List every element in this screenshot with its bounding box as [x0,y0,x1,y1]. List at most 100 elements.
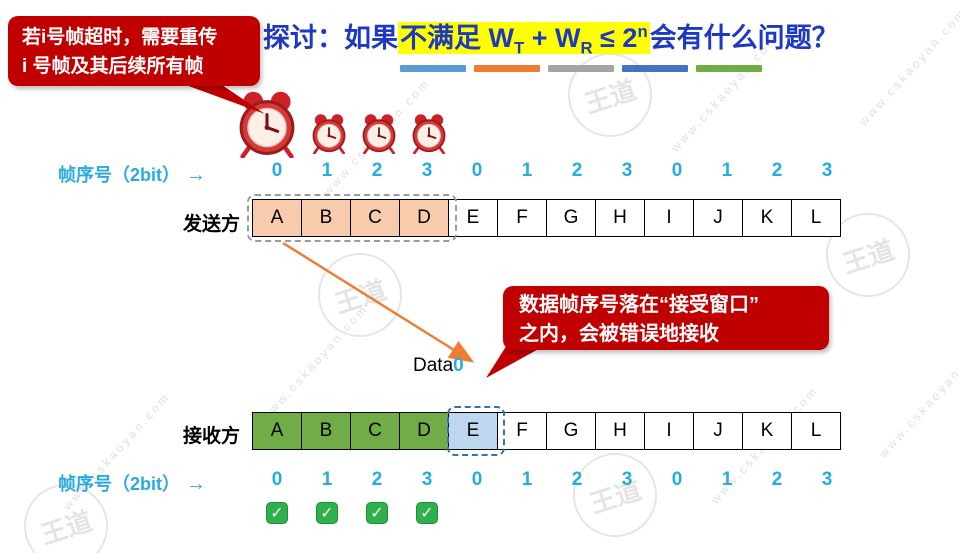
watermark-brand: 王道 [839,235,898,279]
seq-number: 1 [321,469,333,490]
watermark-text: www.cskaoyan.com [876,337,960,461]
alarm-clock-icon [362,114,396,154]
seq-number: 1 [521,160,533,181]
receive-callout-line2: 之内，会被错误地接收 [519,323,719,345]
sender-cell: A [252,199,302,237]
seq-label-top: 帧序号（2bit）→ [58,161,206,187]
decor-bar [696,65,762,72]
receiver-cell: B [301,412,351,450]
checkmark-icon: ✓ [316,502,338,524]
seq-number: 2 [371,160,383,181]
data-frame-seq: 0 [453,355,464,376]
checkmark-icon: ✓ [266,502,288,524]
seq-row-bottom: 0 1 2 3 0 1 2 3 0 1 2 3 [252,469,852,491]
alarm-clock-icon [239,91,295,158]
seq-number: 3 [421,160,433,181]
alarm-clock-icon [412,114,446,154]
data-frame-prefix: Data [413,355,454,376]
seq-number: 3 [421,469,433,490]
title-suffix: 会有什么问题？ [649,23,839,53]
title-prefix: 探讨：如果 [263,23,398,53]
timeout-callout: 若i号帧超时，需要重传 i 号帧及其后续所有帧 [8,16,260,86]
receiver-cell: C [350,412,400,450]
sender-cell: I [644,199,694,237]
seq-number: 3 [821,469,833,490]
watermark-text: www.cskaoyan.com [856,5,960,129]
receiver-cell: J [693,412,743,450]
right-arrow-icon: → [186,164,207,186]
timeout-callout-line2: i 号帧及其后续所有帧 [22,56,204,78]
sender-cell: J [693,199,743,237]
receiver-cell: G [546,412,596,450]
receive-callout-line1: 数据帧序号落在“接受窗口” [519,294,759,316]
sender-cell: K [742,199,792,237]
seq-number: 1 [721,160,733,181]
title-hl-text: ≤ 2 [592,23,638,53]
right-arrow-icon: → [186,473,207,495]
decor-bar [400,65,466,72]
seq-number: 2 [371,469,383,490]
sender-label: 发送方 [183,214,241,235]
callout-tail [486,346,544,378]
sender-cell: H [595,199,645,237]
title-sub-t: T [514,38,525,58]
watermark-text: www.cskaoyan.com [258,301,372,425]
sender-cell: C [350,199,400,237]
seq-label-top-text: 帧序号（2bit） [58,165,181,185]
seq-number: 3 [621,469,633,490]
title-hl-text: 不满足 W [400,23,514,53]
seq-number: 2 [571,160,583,181]
timeout-callout-line1: 若i号帧超时，需要重传 [22,27,218,48]
seq-number: 1 [521,469,533,490]
seq-number: 2 [771,469,783,490]
watermark-brand: 王道 [37,506,96,550]
seq-number: 0 [271,160,283,181]
seq-label-bottom: 帧序号（2bit）→ [58,470,206,496]
watermark-stamp: 王道 [573,453,657,537]
alarm-clock-icon [312,114,346,154]
receiver-cell: D [399,412,449,450]
receive-callout: 数据帧序号落在“接受窗口” 之内，会被错误地接收 [503,286,829,350]
seq-number: 3 [821,160,833,181]
title-highlight: 不满足 WT + WR ≤ 2n [398,22,650,58]
checkmark-icon: ✓ [416,502,438,524]
decor-bars [400,65,770,72]
seq-number: 1 [321,160,333,181]
receiver-label: 接收方 [183,426,241,447]
seq-number: 3 [621,160,633,181]
decor-bar [474,65,540,72]
receiver-cell: F [497,412,547,450]
title-sub-r: R [580,38,593,58]
seq-number: 0 [471,469,483,490]
decor-bar [622,65,688,72]
receiver-cell: H [595,412,645,450]
receiver-cell: A [252,412,302,450]
seq-number: 2 [771,160,783,181]
title-sup-n: n [637,22,648,41]
decor-bar [548,65,614,72]
sender-row: A B C D E F G H I J K L [252,199,841,237]
receiver-cell: K [742,412,792,450]
ack-slot: ✓ [402,502,452,524]
seq-number: 0 [671,469,683,490]
ack-slot: ✓ [302,502,352,524]
ack-slot: ✓ [352,502,402,524]
sender-cell: F [497,199,547,237]
data-frame-label: Data0 [413,355,464,377]
sender-cell: D [399,199,449,237]
seq-number: 0 [471,160,483,181]
title-hl-text: + W [524,23,581,53]
page-title: 探讨：如果不满足 WT + WR ≤ 2n会有什么问题？ [263,16,839,58]
watermark-brand: 王道 [331,275,390,319]
receiver-cell: E [448,412,498,450]
watermark-brand: 王道 [581,75,640,119]
seq-number: 1 [721,469,733,490]
ack-checkmarks: ✓ ✓ ✓ ✓ [252,502,452,524]
watermark-stamp: 王道 [318,253,402,337]
ack-slot: ✓ [252,502,302,524]
seq-row-top: 0 1 2 3 0 1 2 3 0 1 2 3 [252,160,852,182]
seq-number: 0 [671,160,683,181]
seq-number: 0 [271,469,283,490]
receiver-cell: I [644,412,694,450]
